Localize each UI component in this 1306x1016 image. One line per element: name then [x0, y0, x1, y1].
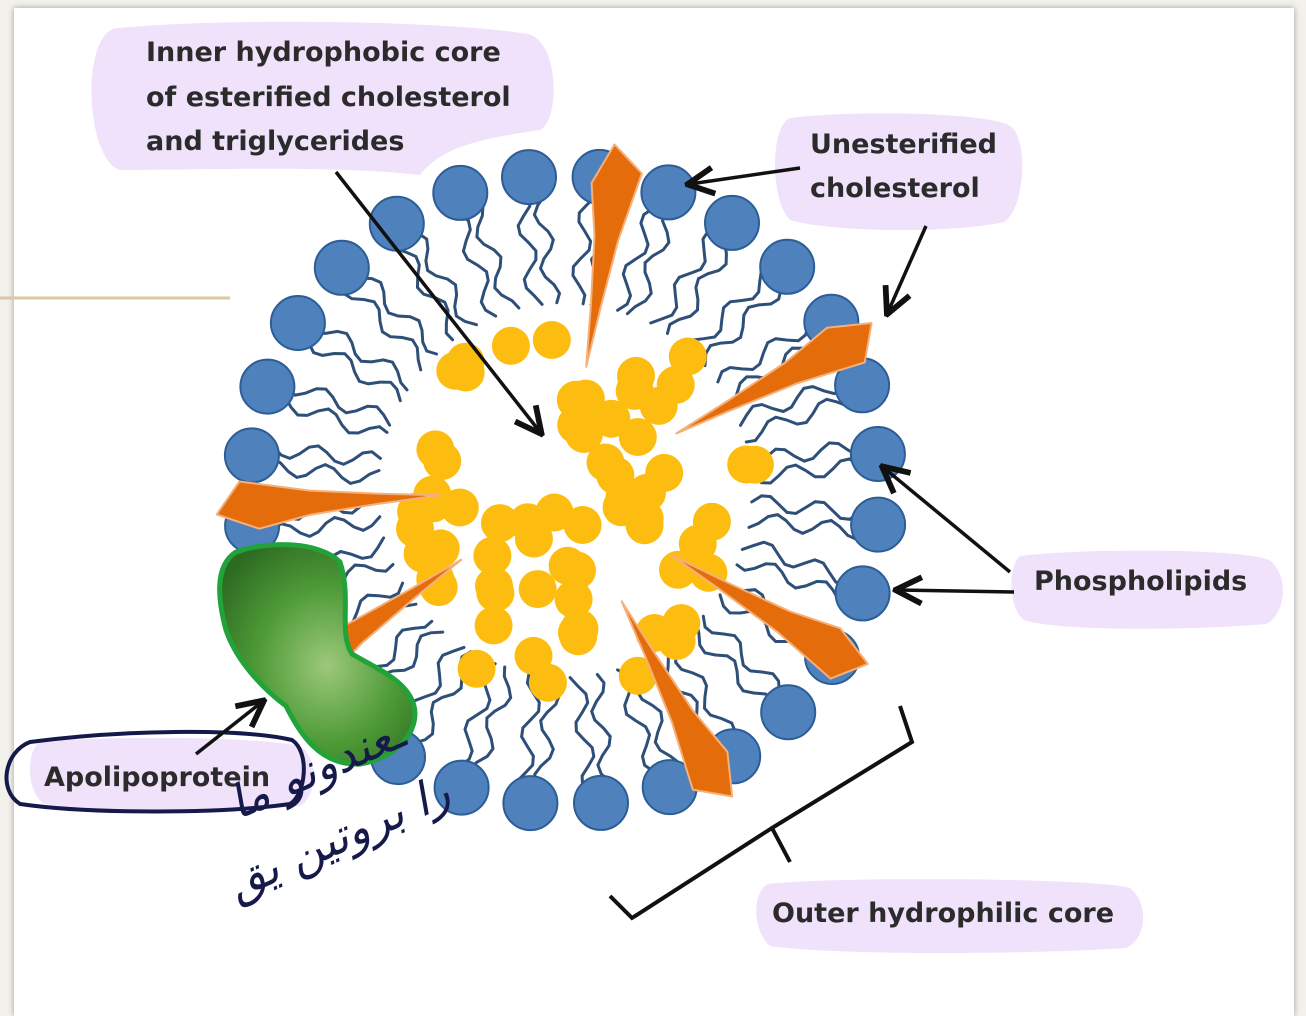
core-lipid-droplet	[492, 327, 530, 365]
unesterified-arrow-2	[888, 226, 926, 312]
phospholipid-tail	[627, 212, 669, 314]
phospholipid-head	[641, 165, 695, 219]
core-lipid-droplet	[515, 520, 553, 558]
inner-core-label-line-1: Inner hydrophobic core	[146, 37, 501, 68]
inner-core-label-line-2: of esterified cholesterol	[146, 82, 511, 113]
phospholipid-tail	[742, 542, 844, 585]
phospholipid-head	[225, 428, 279, 482]
core-lipid-droplet	[423, 442, 461, 480]
core-lipid-droplet	[557, 381, 595, 419]
phospholipid-head	[433, 166, 487, 220]
core-lipid-droplet	[617, 357, 655, 395]
unesterified-label-line-1: Unesterified	[810, 129, 997, 160]
phospholipids-label: Phospholipids	[1034, 566, 1247, 597]
phospholipid-head	[240, 360, 294, 414]
phospholipid-head	[851, 498, 905, 552]
phospholipid-head	[836, 566, 890, 620]
core-lipid-droplet	[475, 606, 513, 644]
core-lipid-droplet	[727, 446, 765, 484]
phospholipid-head	[574, 776, 628, 830]
phospholipid-head	[315, 241, 369, 295]
phospholipids-arrow-2	[898, 590, 1014, 592]
core-lipid-droplet	[396, 510, 434, 548]
core-lipid-droplet	[441, 489, 479, 527]
core-lipid-droplet	[458, 650, 496, 688]
core-lipid-droplet	[645, 454, 683, 492]
core-lipid-droplet	[679, 525, 717, 563]
phospholipid-head	[851, 427, 905, 481]
core-lipid-droplet	[603, 488, 641, 526]
core-lipid-droplet	[473, 537, 511, 575]
phospholipid-tail	[570, 678, 594, 785]
phospholipid-head	[761, 685, 815, 739]
phospholipid-tail	[518, 197, 542, 304]
phospholipid-tail	[667, 242, 726, 334]
core-lipid-droplet	[558, 614, 596, 652]
phospholipid-head	[760, 240, 814, 294]
phospholipid-tail	[360, 278, 437, 354]
outer-core-label: Outer hydrophilic core	[772, 898, 1114, 929]
phospholipid-tail	[272, 459, 379, 484]
core-lipid-droplet	[519, 570, 557, 608]
core-lipid-droplet	[533, 321, 571, 359]
phospholipid-tail	[592, 675, 611, 782]
inner-core-label-line-3: and triglycerides	[146, 126, 404, 157]
phospholipid-head	[271, 296, 325, 350]
core-lipid-droplet	[658, 622, 696, 660]
phospholipid-tail	[395, 249, 453, 340]
unesterified-cholesterol-molecule	[586, 144, 642, 366]
phospholipid-tail	[273, 446, 380, 464]
core-lipid-droplet	[592, 400, 630, 438]
core-lipid-droplet	[657, 366, 695, 404]
phospholipid-head	[705, 196, 759, 250]
phospholipid-tail	[534, 195, 559, 302]
inner-core-arrow	[336, 172, 540, 432]
phospholipid-tail	[344, 294, 421, 370]
core-lipid-droplet	[529, 664, 567, 702]
core-lipid-droplet	[436, 352, 474, 390]
core-lipid-droplet	[555, 580, 593, 618]
unesterified-label-line-2: cholesterol	[810, 173, 980, 204]
phospholipid-head	[502, 150, 556, 204]
phospholipid-head	[503, 776, 557, 830]
core-lipid-droplet	[564, 506, 602, 544]
unesterified-cholesterol-molecule	[672, 555, 868, 678]
